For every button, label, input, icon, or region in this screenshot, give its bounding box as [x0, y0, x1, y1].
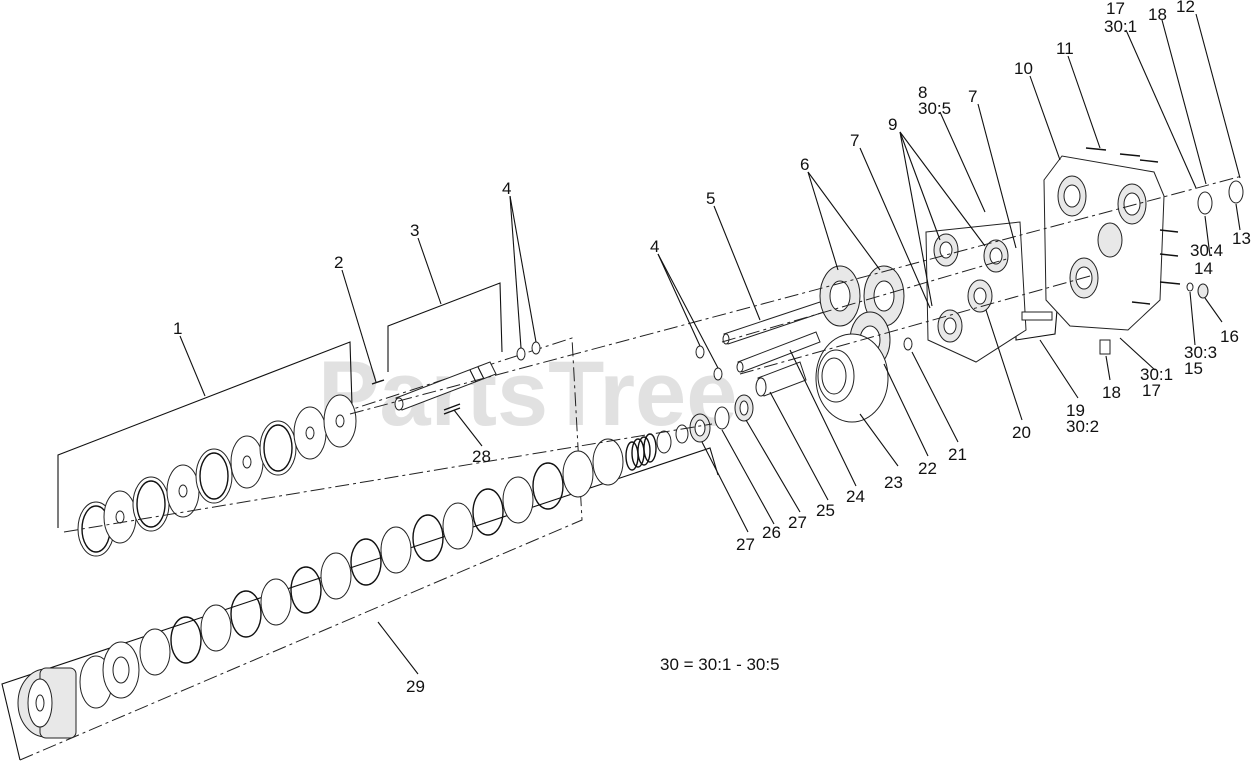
label-21: 21 [948, 445, 967, 464]
label-12: 12 [1176, 0, 1195, 16]
label-18a: 18 [1148, 5, 1167, 24]
washer-part-21 [903, 337, 913, 351]
shaft-part-3 [394, 361, 497, 411]
label-25: 25 [816, 501, 835, 520]
label-13: 13 [1232, 229, 1251, 248]
gears-part-6 [819, 265, 905, 327]
shaft-part-24 [736, 331, 821, 373]
label-27b: 27 [736, 535, 755, 554]
cover-gasket-part-7 [925, 221, 1027, 363]
label-8: 8 [918, 83, 927, 102]
label-18b: 18 [1102, 383, 1121, 402]
drum-part-23 [815, 333, 889, 423]
label-30-2: 30:2 [1066, 417, 1099, 436]
formula-note: 30 = 30:1 - 30:5 [660, 655, 780, 674]
watermark-text: PartsTree [318, 343, 737, 445]
label-30-3: 30:3 [1184, 343, 1217, 362]
label-14: 14 [1194, 259, 1213, 278]
bracket-part-3 [387, 282, 503, 372]
label-26: 26 [762, 523, 781, 542]
label-11: 11 [1056, 39, 1074, 58]
label-3: 3 [410, 221, 419, 240]
label-4a: 4 [502, 179, 511, 198]
label-9: 9 [888, 115, 897, 134]
washers-part-4-right [695, 345, 723, 381]
housing-part-10 [1043, 155, 1165, 331]
label-29: 29 [406, 677, 425, 696]
centre-lines [63, 175, 1243, 533]
label-6: 6 [800, 155, 809, 174]
callout-labels: 1 2 3 4 4 5 6 7 7 8 30:5 9 10 11 17 30:1… [173, 0, 1251, 696]
label-28: 28 [472, 447, 491, 466]
label-27a: 27 [788, 513, 807, 532]
bracket-part-1 [57, 341, 353, 528]
label-10: 10 [1014, 59, 1033, 78]
clutch-pack-1 [77, 394, 357, 557]
label-2: 2 [334, 253, 343, 272]
seals-parts-12-16 [1186, 180, 1244, 299]
label-17b: 17 [1142, 381, 1161, 400]
label-23: 23 [884, 473, 903, 492]
pin-part-19 [1021, 311, 1053, 321]
label-1: 1 [173, 319, 182, 338]
bolts-part-11 [1085, 147, 1181, 305]
label-30-4: 30:4 [1190, 241, 1223, 260]
label-7a: 7 [850, 131, 859, 150]
leader-lines [179, 13, 1241, 675]
label-7b: 7 [968, 87, 977, 106]
label-30-5: 30:5 [918, 99, 951, 118]
label-20: 20 [1012, 423, 1031, 442]
plug-part-18 [1099, 339, 1111, 355]
label-30-1b: 30:1 [1140, 365, 1173, 384]
label-19: 19 [1066, 401, 1085, 420]
label-24: 24 [846, 487, 865, 506]
pin-part-2 [371, 379, 385, 385]
shaft-part-25 [755, 361, 807, 397]
label-22: 22 [918, 459, 937, 478]
key-part-28 [443, 403, 461, 415]
label-30-1a: 30:1 [1104, 17, 1137, 36]
label-4b: 4 [650, 237, 659, 256]
clutch-stack-29 [17, 424, 689, 739]
label-17a: 17 [1106, 0, 1125, 18]
label-15: 15 [1184, 359, 1203, 378]
label-16: 16 [1220, 327, 1239, 346]
bearings-part-26-27 [689, 394, 754, 443]
label-5: 5 [706, 189, 715, 208]
